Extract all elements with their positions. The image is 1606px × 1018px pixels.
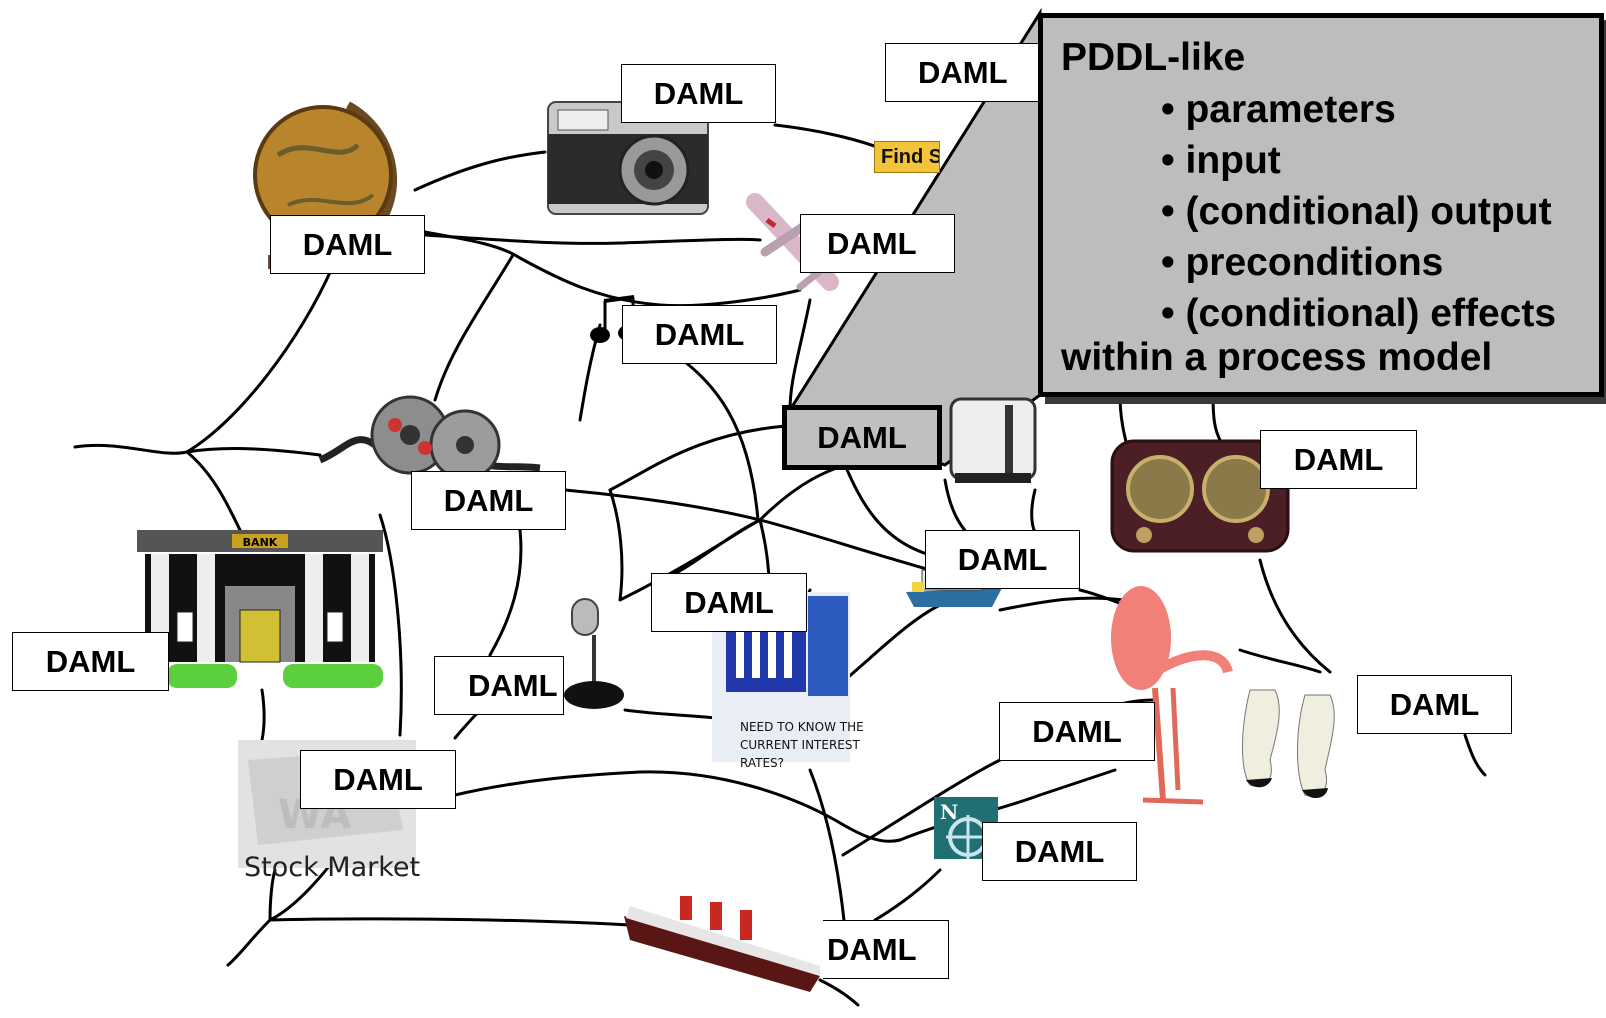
web-line (260, 688, 266, 742)
daml-label-bank: DAML (12, 632, 169, 691)
daml-label-selected[interactable]: DAML (782, 405, 942, 470)
find-store-button-image: Find Store (874, 141, 940, 173)
pddl-callout: PDDL-like • parameters • input • (condit… (1038, 13, 1604, 397)
web-line (268, 868, 277, 922)
callout-item-output: • (conditional) output (1161, 190, 1552, 233)
daml-label-microphone: DAML (434, 656, 564, 715)
web-line (758, 463, 847, 522)
web-line (185, 266, 334, 454)
daml-label-globe: DAML (270, 215, 425, 274)
svg-text:N: N (940, 800, 958, 824)
daml-label-film: DAML (411, 471, 566, 530)
web-line (1463, 733, 1487, 777)
daml-label-boat: DAML (925, 530, 1080, 589)
web-line (1238, 648, 1322, 674)
callout-footer: within a process model (1061, 336, 1493, 379)
web-line (841, 758, 1002, 857)
web-line (433, 253, 515, 402)
daml-label-ship: DAML (823, 920, 949, 979)
web-line (413, 150, 547, 192)
daml-label-airplane: DAML (800, 214, 955, 273)
daml-label-camera: DAML (621, 64, 776, 123)
shoes-icon (1230, 670, 1370, 815)
web-line (998, 596, 1127, 612)
callout-title: PDDL-like (1061, 36, 1246, 79)
camera-icon (544, 82, 714, 227)
appliance-icon (945, 395, 1040, 492)
web-line (1258, 558, 1332, 674)
web-line (873, 868, 942, 922)
flamingo-icon (1103, 580, 1243, 820)
ship-icon (620, 876, 830, 1001)
daml-label-stock: DAML (300, 750, 456, 809)
svg-text:BANK: BANK (243, 536, 278, 549)
callout-item-effects: • (conditional) effects (1161, 292, 1557, 335)
daml-label-findstore: DAML (885, 43, 1040, 102)
web-line (423, 230, 802, 308)
web-line (378, 513, 403, 737)
web-line (843, 603, 942, 682)
web-line (423, 233, 762, 245)
web-line (453, 770, 902, 843)
daml-label-flamingo: DAML (999, 702, 1155, 761)
web-line (773, 123, 887, 152)
web-line (608, 423, 802, 492)
web-line (268, 917, 632, 927)
web-line (843, 463, 932, 557)
microphone-icon (562, 595, 630, 720)
callout-item-input: • input (1161, 139, 1281, 182)
daml-label-radio: DAML (1260, 430, 1417, 489)
bank-building-icon: BANK (137, 530, 383, 697)
stock-market-caption: Stock Market (244, 852, 421, 883)
callout-item-parameters: • parameters (1161, 88, 1396, 131)
interest-rates-caption: NEED TO KNOW THE CURRENT INTEREST RATES? (740, 720, 864, 770)
daml-label-shoes: DAML (1357, 675, 1512, 734)
web-line (623, 708, 717, 720)
film-reel-icon (315, 390, 545, 495)
web-line (808, 768, 847, 932)
daml-label-interest: DAML (651, 573, 807, 632)
callout-item-preconditions: • preconditions (1161, 241, 1444, 284)
web-line (488, 528, 523, 657)
web-line (788, 298, 812, 412)
daml-label-music: DAML (622, 305, 777, 364)
web-line (1211, 393, 1222, 442)
web-line (185, 450, 242, 532)
callout-list: • parameters • input • (conditional) out… (1161, 84, 1556, 339)
web-line (818, 978, 860, 1007)
daml-label-netscape: DAML (982, 822, 1137, 881)
radio-icon (1108, 437, 1293, 560)
